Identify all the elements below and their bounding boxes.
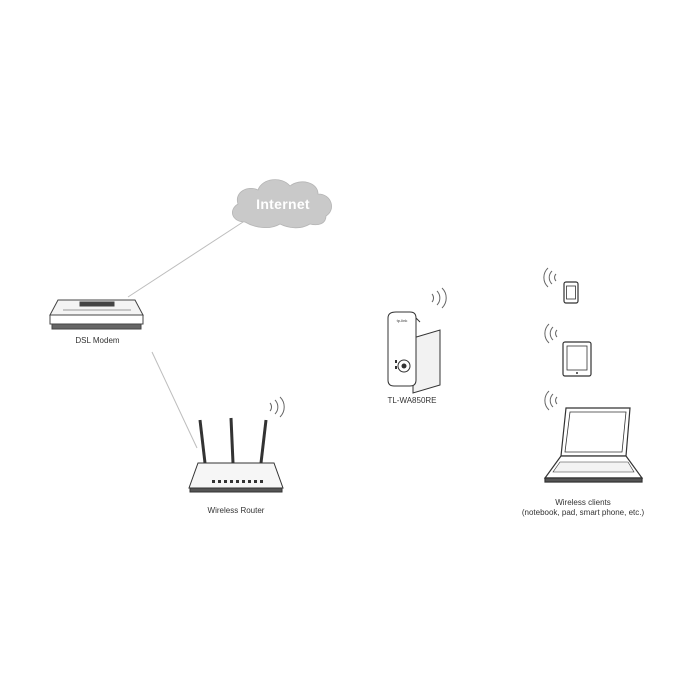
tablet-icon: [562, 341, 592, 377]
router-label: Wireless Router: [207, 506, 265, 515]
wireless-router-icon: [188, 417, 284, 493]
extender-brand: tp-link: [397, 318, 408, 323]
wifi-signal-icon: [544, 323, 558, 344]
wifi-signal-icon: [543, 267, 557, 288]
cloud-icon: [231, 179, 332, 229]
wifi-signal-icon: [431, 287, 447, 309]
smart-phone-icon: [563, 281, 579, 304]
extender-label: TL-WA850RE: [387, 396, 437, 405]
notebook-icon: [543, 407, 644, 483]
clients-label: Wireless clients (notebook, pad, smart p…: [498, 498, 668, 518]
dsl-modem-icon: [49, 299, 144, 330]
modem-label: DSL Modem: [75, 336, 120, 345]
range-extender-icon: tp-link: [387, 311, 441, 394]
clients-label-line1: Wireless clients: [555, 498, 611, 507]
clients-label-line2: (notebook, pad, smart phone, etc.): [521, 508, 645, 517]
internet-label: Internet: [256, 196, 310, 212]
wifi-signal-icon: [544, 390, 558, 411]
modem-router-link: [151, 351, 198, 449]
internet-modem-link: [127, 221, 244, 298]
wifi-signal-icon: [269, 396, 285, 418]
